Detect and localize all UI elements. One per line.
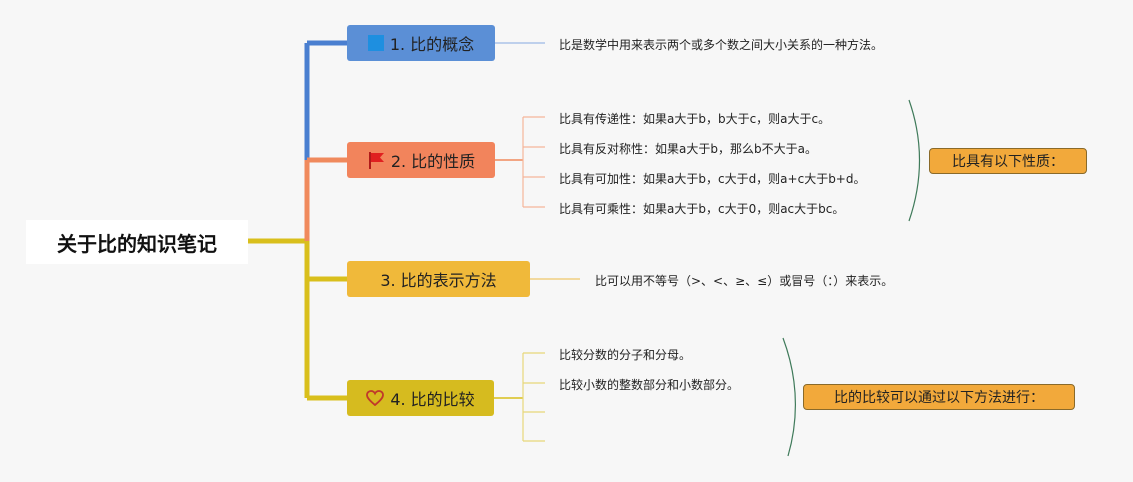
summary-label: 比的比较可以通过以下方法进行：	[834, 390, 1044, 406]
leaf-compare-decimals[interactable]: 比较小数的整数部分和小数部分。	[559, 378, 740, 392]
summary-properties[interactable]: 比具有以下性质：	[929, 148, 1087, 174]
red-flag-icon	[367, 151, 385, 169]
leaf-antisymmetry[interactable]: 比具有反对称性：如果a大于b，那么b不大于a。	[559, 142, 817, 156]
leaf-multiplicativity[interactable]: 比具有可乘性：如果a大于b，c大于0，则ac大于bc。	[559, 202, 845, 216]
topic-concept[interactable]: 1. 比的概念	[347, 25, 495, 61]
heart-icon	[366, 390, 385, 407]
blue-square-icon	[367, 35, 384, 51]
topic-comparison[interactable]: 4. 比的比较	[347, 380, 494, 416]
topic-label: 4. 比的比较	[390, 390, 475, 409]
leaf-concept-definition[interactable]: 比是数学中用来表示两个或多个数之间大小关系的一种方法。	[559, 38, 884, 52]
summary-comparison[interactable]: 比的比较可以通过以下方法进行：	[803, 384, 1075, 410]
leaf-transitivity[interactable]: 比具有传递性：如果a大于b，b大于c，则a大于c。	[559, 112, 831, 126]
leaf-compare-fractions[interactable]: 比较分数的分子和分母。	[559, 348, 692, 362]
root-topic[interactable]: 关于比的知识笔记	[26, 220, 248, 264]
summary-label: 比具有以下性质：	[952, 154, 1064, 170]
topic-label: 3. 比的表示方法	[380, 271, 497, 290]
topic-properties[interactable]: 2. 比的性质	[347, 142, 495, 178]
leaf-additivity[interactable]: 比具有可加性：如果a大于b，c大于d，则a+c大于b+d。	[559, 172, 866, 186]
topic-representation[interactable]: 3. 比的表示方法	[347, 261, 530, 297]
leaf-representation-symbols[interactable]: 比可以用不等号（>、<、≥、≤）或冒号（：）来表示。	[595, 274, 894, 288]
root-title: 关于比的知识笔记	[57, 231, 217, 256]
topic-label: 1. 比的概念	[389, 35, 475, 54]
topic-label: 2. 比的性质	[390, 152, 476, 171]
